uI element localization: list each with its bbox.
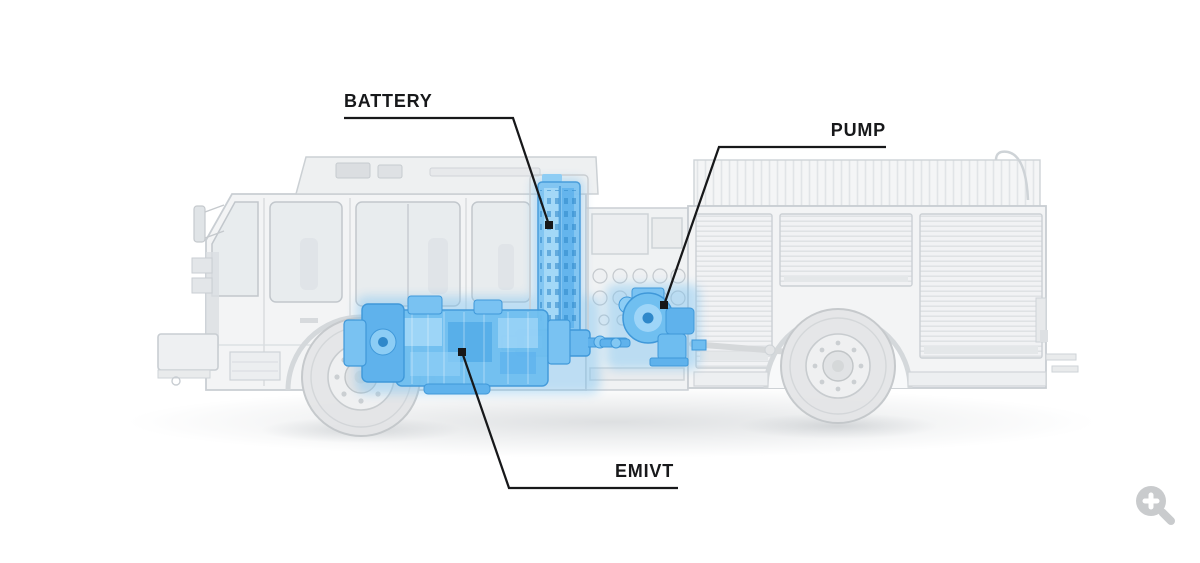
emivt-highlight — [343, 295, 629, 395]
cab — [157, 156, 599, 391]
rear-wheel — [780, 308, 896, 424]
ground-shadow — [127, 386, 1097, 458]
battery-leader-line — [344, 116, 553, 229]
zoom-in-icon — [1136, 486, 1175, 525]
truck-body — [157, 150, 1079, 437]
zoom-button[interactable] — [1130, 480, 1180, 530]
emivt-callout-label: EMIVT — [615, 461, 675, 481]
pump-callout-label: PUMP — [830, 120, 886, 140]
battery-callout-label: BATTERY — [344, 91, 433, 111]
pump-leader-line — [660, 145, 886, 309]
emivt-leader-line — [458, 348, 678, 490]
